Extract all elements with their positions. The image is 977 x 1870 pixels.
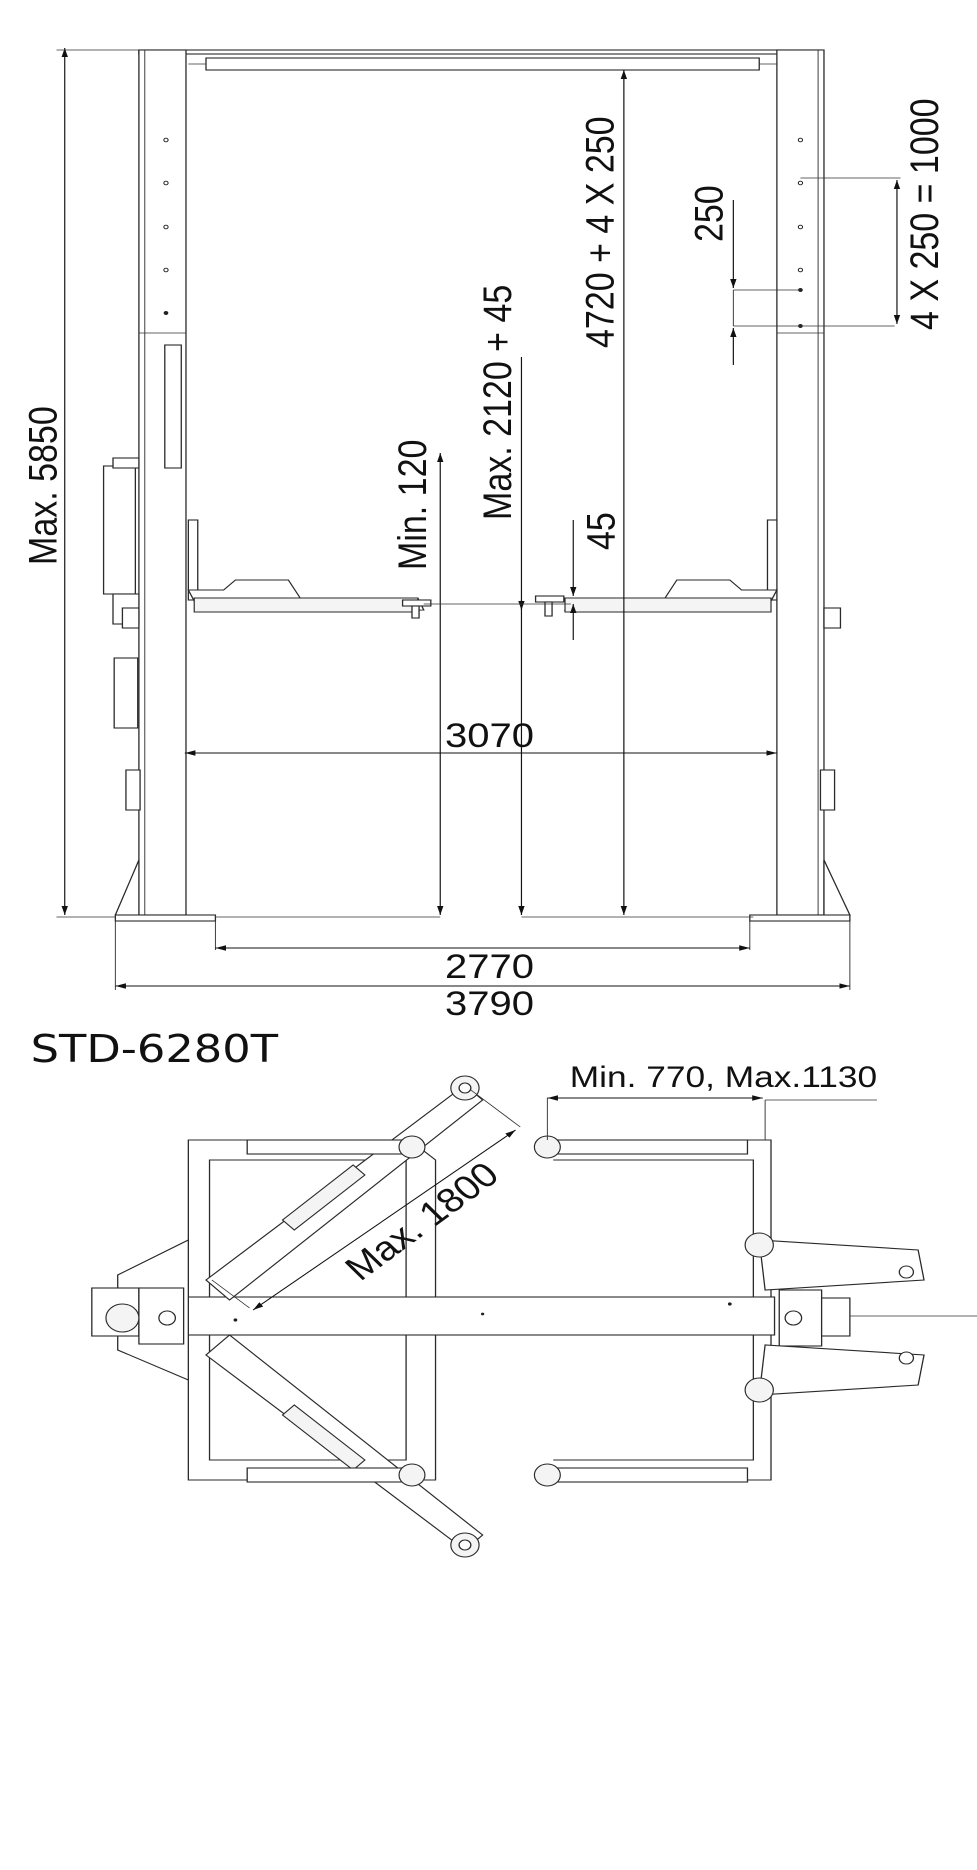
dim-column-height: 4720 + 4 X 250 (521, 70, 754, 918)
drive-through-label: 3070 (445, 716, 534, 754)
overall-height-label: Max. 5850 (20, 406, 65, 565)
left-lower-arm (205, 1334, 484, 1558)
dim-short-arm-range: Min. 770, Max.1130 (546, 1060, 877, 1140)
left-power-unit (91, 1239, 189, 1381)
dim-drive-through: 3070 (184, 716, 777, 756)
hole-spacing-label: 250 (686, 185, 731, 242)
left-column (102, 49, 217, 922)
dim-overall-width: 3790 (114, 921, 851, 1022)
model-title: STD-6280T (31, 1026, 279, 1071)
overhead-beam (138, 49, 823, 71)
min-height-label: Min. 120 (389, 440, 434, 570)
dim-overall-height: Max. 5850 (20, 48, 139, 918)
dim-adjust-range: 4 X 250 = 1000 (800, 98, 947, 330)
dim-max-lift-height: Max. 2120 + 45 (474, 285, 525, 915)
right-carriage (778, 1289, 977, 1347)
pad-adapter-label: 45 (578, 512, 623, 550)
right-short-arms (533, 1135, 749, 1487)
overall-width-label: 3790 (445, 984, 534, 1022)
dim-inner-base: 2770 (214, 921, 751, 985)
front-view: Max. 5850 4720 + 4 X 250 Max. 2120 + 45 … (20, 48, 947, 1022)
column-height-label: 4720 + 4 X 250 (577, 116, 622, 348)
short-arm-range-label: Min. 770, Max.1130 (570, 1060, 877, 1094)
dim-pad-adapter: 45 (570, 512, 623, 640)
right-lift-arm (534, 519, 778, 617)
cross-beam (185, 1296, 776, 1336)
dim-min-height: Min. 120 (215, 440, 571, 918)
max-lift-height-label: Max. 2120 + 45 (474, 285, 519, 520)
right-column (749, 49, 851, 922)
right-swung-arms (744, 1232, 925, 1403)
top-view: Max. 1800 Min. 770, Max.1130 (91, 1060, 977, 1558)
inner-base-label: 2770 (445, 947, 534, 985)
left-lift-arm (187, 519, 432, 619)
dim-hole-spacing: 250 (686, 185, 895, 365)
adjust-range-label: 4 X 250 = 1000 (902, 98, 947, 330)
